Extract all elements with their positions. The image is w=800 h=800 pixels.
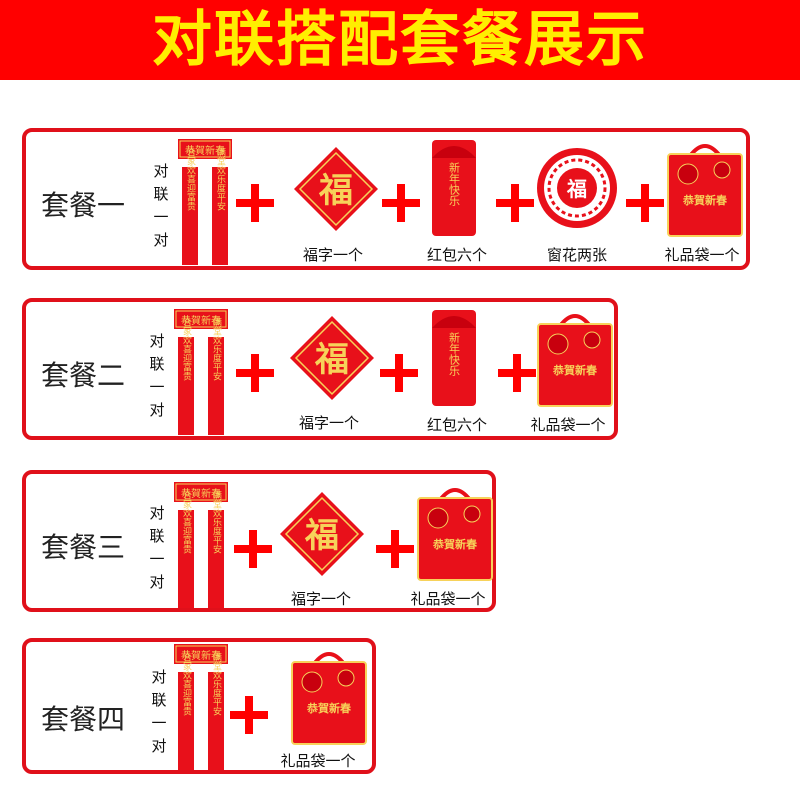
couplet-right-text: 满堂欢乐度平安 <box>215 147 226 211</box>
red-envelope-icon: 新年快乐 <box>432 140 476 236</box>
red-envelope-icon: 新年快乐 <box>432 310 476 406</box>
header-banner: 对联搭配套餐展示 <box>0 0 800 80</box>
package-1-title: 套餐一 <box>41 189 126 222</box>
svg-text:福: 福 <box>304 516 339 556</box>
plus-icon <box>382 184 420 222</box>
paper-cut-icon: 福 <box>537 148 617 228</box>
svg-text:福: 福 <box>318 171 353 211</box>
item-label: 礼品袋一个 <box>664 246 740 264</box>
couplet-top-text: 恭賀新春 <box>185 144 225 157</box>
couplet-left-text: 合家欢喜迎富贵 <box>181 316 192 381</box>
fu-diamond-icon: 福 <box>294 147 378 231</box>
plus-icon <box>626 184 664 222</box>
couplet-top-text: 恭賀新春 <box>181 649 221 662</box>
item-label: 礼品袋一个 <box>530 416 606 434</box>
fu-diamond-icon: 福 <box>290 316 374 400</box>
item-label: 礼品袋一个 <box>410 590 486 608</box>
package-2-card[interactable]: 套餐二 对联一对 恭賀新春 合家欢喜迎富贵 满堂欢乐度平安 福 福字一个 新年快… <box>22 298 618 440</box>
pair-label: 对联一对 <box>149 332 165 419</box>
item-label: 福字一个 <box>298 414 359 432</box>
package-4-card[interactable]: 套餐四 对联一对 恭賀新春 合家欢喜迎富贵 满堂欢乐度平安 恭賀新春 礼品袋一个 <box>22 638 376 774</box>
svg-text:福: 福 <box>314 340 349 380</box>
couplet-top-text: 恭賀新春 <box>181 487 221 500</box>
svg-text:恭賀新春: 恭賀新春 <box>306 701 352 715</box>
svg-text:新年快乐: 新年快乐 <box>448 161 461 206</box>
plus-icon <box>376 530 414 568</box>
couplet-top-text: 恭賀新春 <box>181 314 221 327</box>
svg-text:恭賀新春: 恭賀新春 <box>682 193 728 207</box>
gift-bag-icon: 恭賀新春 <box>417 488 493 581</box>
plus-icon <box>380 354 418 392</box>
couplet-left-text: 合家欢喜迎富贵 <box>185 146 196 211</box>
item-label: 红包六个 <box>426 416 487 434</box>
item-label: 红包六个 <box>426 246 487 264</box>
svg-text:恭賀新春: 恭賀新春 <box>432 537 478 551</box>
item-label: 福字一个 <box>302 246 363 264</box>
package-3-title: 套餐三 <box>41 531 126 564</box>
couplet-icon: 恭賀新春 合家欢喜迎富贵 满堂欢乐度平安 <box>174 644 228 770</box>
couplet-right-text: 满堂欢乐度平安 <box>211 317 222 381</box>
banner-title: 对联搭配套餐展示 <box>152 5 648 75</box>
fu-diamond-icon: 福 <box>280 492 364 576</box>
package-4-title: 套餐四 <box>41 703 126 736</box>
pair-label: 对联一对 <box>149 504 165 591</box>
couplet-right-text: 满堂欢乐度平安 <box>211 652 222 716</box>
gift-bag-icon: 恭賀新春 <box>291 652 367 745</box>
couplet-icon: 恭賀新春 合家欢喜迎富贵 满堂欢乐度平安 <box>178 139 232 265</box>
pair-label: 对联一对 <box>151 668 167 755</box>
plus-icon <box>230 696 268 734</box>
gift-bag-icon: 恭賀新春 <box>537 314 613 407</box>
plus-icon <box>498 354 536 392</box>
plus-icon <box>236 184 274 222</box>
svg-text:恭賀新春: 恭賀新春 <box>552 363 598 377</box>
item-label: 福字一个 <box>290 590 351 608</box>
item-label: 礼品袋一个 <box>280 752 356 770</box>
svg-text:福: 福 <box>566 177 587 201</box>
plus-icon <box>234 530 272 568</box>
couplet-left-text: 合家欢喜迎富贵 <box>181 651 192 716</box>
couplet-icon: 恭賀新春 合家欢喜迎富贵 满堂欢乐度平安 <box>174 482 228 608</box>
package-1-card[interactable]: 套餐一 对联一对 恭賀新春 合家欢喜迎富贵 满堂欢乐度平安 福 福字一个 新年快… <box>22 128 750 270</box>
svg-text:新年快乐: 新年快乐 <box>448 331 461 376</box>
plus-icon <box>496 184 534 222</box>
couplet-right-text: 满堂欢乐度平安 <box>211 490 222 554</box>
package-3-card[interactable]: 套餐三 对联一对 恭賀新春 合家欢喜迎富贵 满堂欢乐度平安 福 福字一个 恭賀新… <box>22 470 496 612</box>
item-label: 窗花两张 <box>546 246 607 264</box>
pair-label: 对联一对 <box>153 162 169 249</box>
gift-bag-icon: 恭賀新春 <box>667 144 743 237</box>
plus-icon <box>236 354 274 392</box>
package-2-title: 套餐二 <box>41 359 126 392</box>
couplet-icon: 恭賀新春 合家欢喜迎富贵 满堂欢乐度平安 <box>174 309 228 435</box>
couplet-left-text: 合家欢喜迎富贵 <box>181 489 192 554</box>
